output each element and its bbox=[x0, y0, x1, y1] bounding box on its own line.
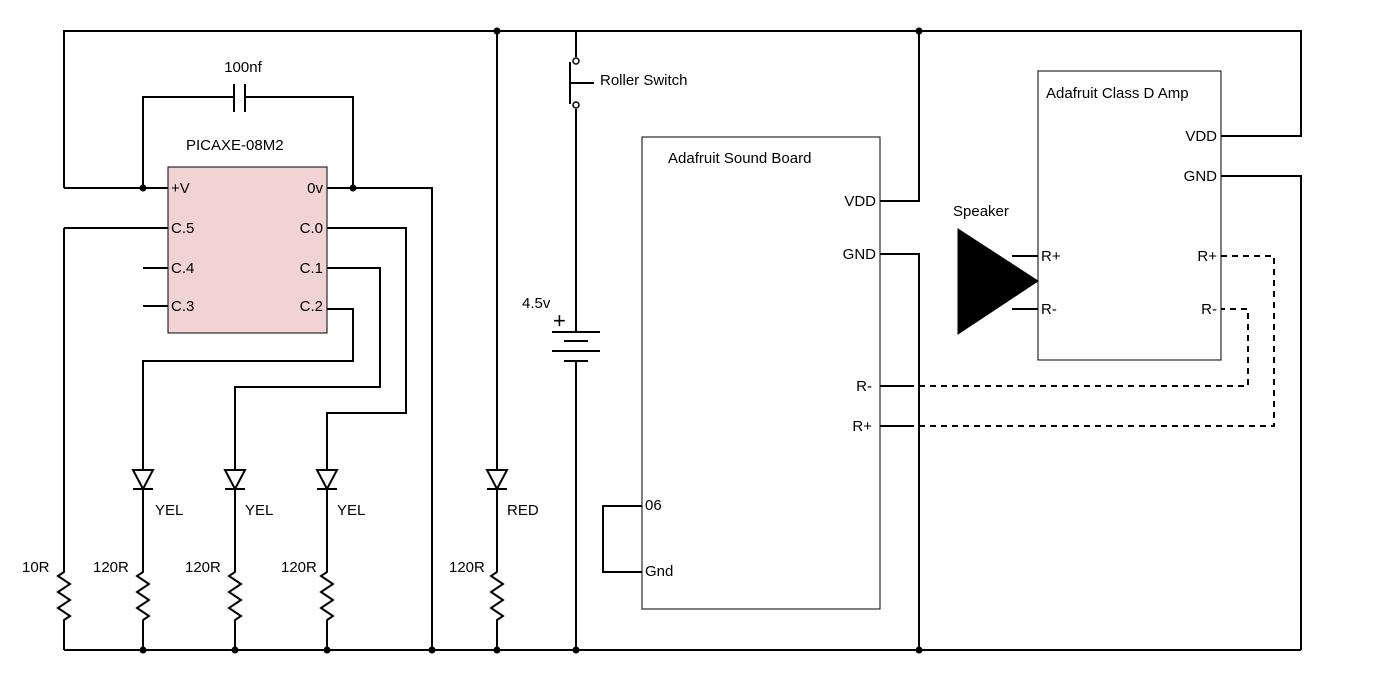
led-2-resistor-label: 120R bbox=[185, 559, 221, 576]
sound-board-r-plus: R+ bbox=[852, 418, 872, 435]
sound-board-gnd: GND bbox=[843, 246, 877, 263]
capacitor: 100nf bbox=[142, 59, 354, 188]
sound-board: Adafruit Sound Board VDD GND R- R+ 06 Gn… bbox=[602, 31, 920, 650]
amplifier-r-minus: R- bbox=[1201, 301, 1217, 318]
resistor-10r: 10R bbox=[22, 228, 72, 650]
picaxe-label: PICAXE-08M2 bbox=[186, 137, 284, 154]
speaker-r-minus: R- bbox=[1041, 301, 1057, 318]
led-1-resistor-label: 120R bbox=[93, 559, 129, 576]
led-4-label: RED bbox=[507, 502, 539, 519]
sound-board-06: 06 bbox=[645, 497, 662, 514]
bottom-rail bbox=[64, 175, 1302, 651]
pin-c4: C.4 bbox=[171, 260, 194, 277]
speaker: Speaker bbox=[953, 203, 1039, 335]
led-1: YEL 120R bbox=[93, 469, 183, 650]
roller-switch: Roller Switch bbox=[569, 31, 688, 332]
pin-c5: C.5 bbox=[171, 220, 194, 237]
sound-board-gnd-low: Gnd bbox=[645, 563, 673, 580]
pin-plus-v: +V bbox=[171, 180, 190, 197]
sound-board-vdd: VDD bbox=[844, 193, 876, 210]
led-2-label: YEL bbox=[245, 502, 273, 519]
picaxe-chip: PICAXE-08M2 +V C.5 C.4 C.3 0v C.0 C.1 C.… bbox=[64, 137, 433, 650]
sound-board-label: Adafruit Sound Board bbox=[668, 150, 811, 167]
capacitor-label: 100nf bbox=[224, 59, 262, 76]
pin-c0: C.0 bbox=[300, 220, 323, 237]
roller-switch-label: Roller Switch bbox=[600, 72, 688, 89]
speaker-r-plus: R+ bbox=[1041, 248, 1061, 265]
resistor-10r-label: 10R bbox=[22, 559, 50, 576]
led-2: YEL 120R bbox=[185, 469, 273, 650]
battery: 4.5v + bbox=[522, 295, 600, 650]
amplifier-r-plus: R+ bbox=[1197, 248, 1217, 265]
led-3-label: YEL bbox=[337, 502, 365, 519]
pin-c2: C.2 bbox=[300, 298, 323, 315]
pin-c3: C.3 bbox=[171, 298, 194, 315]
pin-0v: 0v bbox=[307, 180, 323, 197]
led-4: RED 120R bbox=[449, 31, 539, 650]
led-3-resistor-label: 120R bbox=[281, 559, 317, 576]
amplifier-vdd: VDD bbox=[1185, 128, 1217, 145]
sound-board-r-minus: R- bbox=[856, 378, 872, 395]
led-3: YEL 120R bbox=[281, 469, 365, 650]
led-4-resistor-label: 120R bbox=[449, 559, 485, 576]
battery-label: 4.5v bbox=[522, 295, 551, 312]
amplifier-label: Adafruit Class D Amp bbox=[1046, 85, 1189, 102]
pin-c1: C.1 bbox=[300, 260, 323, 277]
led-1-label: YEL bbox=[155, 502, 183, 519]
amplifier: Adafruit Class D Amp VDD GND R+ R- R+ R- bbox=[1037, 70, 1222, 361]
audio-wires bbox=[908, 255, 1275, 427]
speaker-label: Speaker bbox=[953, 203, 1009, 220]
battery-plus: + bbox=[553, 308, 566, 333]
top-rail bbox=[63, 30, 1302, 188]
amplifier-gnd: GND bbox=[1184, 168, 1218, 185]
junctions bbox=[139, 27, 923, 654]
